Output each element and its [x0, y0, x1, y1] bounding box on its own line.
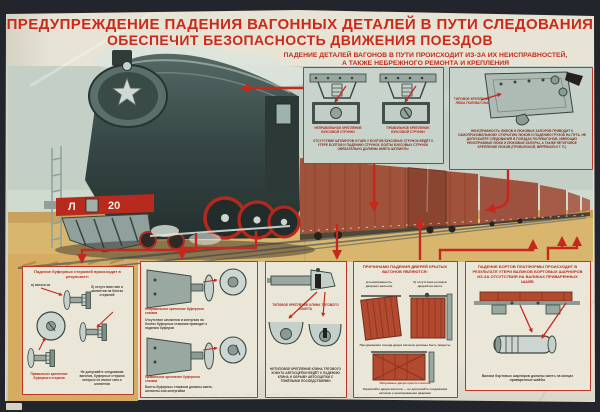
buffer-cup-drawing	[146, 268, 247, 377]
platform-drawing	[474, 291, 580, 354]
axlebox-drawing	[309, 73, 437, 124]
axlebox-caption: ОТСУТСТВИЕ ШПЛИНТОВ И ГАЕК У БОЛТОВ БУКС…	[312, 139, 434, 151]
platform-title: ПАДЕНИЕ БОРТОВ ПЛАТФОРМЫ ПРОИСХОДИТ В РЕ…	[472, 264, 583, 284]
locomotive-illustration: Л 20	[44, 37, 315, 260]
hatch-caption: НЕИСПРАВНОСТЬ ЛЮКОВ И ЛЮКОВЫХ ЗАПОРОВ ПР…	[457, 129, 587, 149]
poster-title-line2: ОБЕСПЕЧИТ БЕЗОПАСНОСТЬ ДВИЖЕНИЯ ПОЕЗДОВ	[106, 32, 494, 48]
buffer-cup-caption-good: Болты буферных стаканов должны иметь шпл…	[145, 385, 213, 393]
corner-sticker	[6, 403, 22, 410]
poster-subtitle-line2: А ТАКЖЕ НЕБРЕЖНОГО РЕМОНТА И КРЕПЛЕНИЯ	[341, 60, 510, 67]
buffer-cup-label-good: Правильное крепление буферного стакана	[145, 375, 201, 383]
platform-caption: Валики бортовых шарниров должны иметь на…	[481, 374, 574, 383]
panel-doors: ПРИЧИНАМИ ПАДЕНИЯ ДВЕРЕЙ КРЫТЫХ ВАГОНОВ …	[353, 261, 458, 398]
panel-buffer-cups: Неправильное крепление буферного стакана…	[140, 261, 258, 398]
doors-label-good: Исправные двери крытого вагона	[379, 381, 431, 385]
buffer-rod-label-good: Правильное крепление буферного стержня	[30, 372, 68, 380]
axlebox-label-good: ПРАВИЛЬНОЕ КРЕПЛЕНИЕ БУКСОВОЙ СТРУНКИ	[386, 126, 430, 134]
panel-yoke-wedge: ТИПОВОЕ КРЕПЛЕНИЕ КЛИНА ТЯГОВОГО ХОМУТА …	[265, 261, 347, 398]
doors-title: ПРИЧИНАМИ ПАДЕНИЯ ДВЕРЕЙ КРЫТЫХ ВАГОНОВ …	[362, 264, 448, 274]
buffer-cup-caption-bad: Отсутствие шплинтов и контргаек на болта…	[145, 318, 208, 330]
driving-wheels	[139, 196, 301, 250]
doors-caption: Укрепляйте двери вагонов — не допускайте…	[362, 387, 448, 395]
freight-train-illustration	[300, 154, 590, 240]
buffer-rod-drawing	[27, 287, 114, 368]
hatch-label: ТИПОВОЕ КРЕПЛЕНИЕ ЛЮКА ПОЛУВАГОНА	[453, 97, 491, 105]
panel-platform-sides: ПАДЕНИЕ БОРТОВ ПЛАТФОРМЫ ПРОИСХОДИТ В РЕ…	[465, 261, 591, 391]
yoke-drawing	[267, 268, 342, 347]
buffer-rod-label-b: б) отсутствия гаек и шплинтов на болтах …	[90, 285, 124, 297]
buffer-cup-label-bad: Неправильное крепление буферного стакана	[145, 307, 204, 315]
doors-drawing	[360, 292, 453, 383]
poster-subtitle-line1: ПАДЕНИЕ ДЕТАЛЕЙ ВАГОНОВ В ПУТИ ПРОИСХОДИ…	[283, 52, 568, 59]
buffer-rod-title: Падение буферных стержней происходит в р…	[34, 269, 121, 279]
panel-buffer-rods: Падение буферных стержней происходит в р…	[22, 266, 134, 395]
loco-series-letter: Л	[68, 201, 76, 213]
doors-label-a: а) неисправность дверных рельсов	[365, 280, 393, 288]
axlebox-label-bad: НЕПРАВИЛЬНОЕ КРЕПЛЕНИЕ БУКСОВОЙ СТРУНКИ	[314, 126, 362, 134]
poster-title-line1: ПРЕДУПРЕЖДЕНИЕ ПАДЕНИЯ ВАГОННЫХ ДЕТАЛЕЙ …	[6, 16, 594, 33]
doors-label-b: б) отсутствие роликов дверей на месте	[413, 280, 447, 288]
buffer-rod-caption: Не допускайте следования вагонов, буферн…	[79, 370, 125, 386]
buffer-rod-label-a: а) износа их	[31, 283, 51, 287]
yoke-caption: НЕТИПОВОЕ КРЕПЛЕНИЕ КЛИНА ТЯГОВОГО ХОМУТ…	[270, 367, 341, 383]
buffer-beam: Л 20	[44, 194, 154, 216]
loco-number: 20	[108, 200, 120, 212]
panel-hatch-lock: ТИПОВОЕ КРЕПЛЕНИЕ ЛЮКА ПОЛУВАГОНА НЕИСПР…	[449, 67, 593, 170]
hatch-drawing	[480, 71, 583, 126]
yoke-label: ТИПОВОЕ КРЕПЛЕНИЕ КЛИНА ТЯГОВОГО ХОМУТА	[272, 303, 339, 311]
panel-axlebox-struts: НЕПРАВИЛЬНОЕ КРЕПЛЕНИЕ БУКСОВОЙ СТРУНКИ …	[303, 67, 444, 164]
soviet-star-icon	[111, 76, 143, 107]
imprint-line: · ·· ····· ··· ·· ······ · ···· ··· ····…	[70, 393, 398, 397]
doors-mid-caption: При движении поезда двери вагонов должны…	[359, 343, 451, 347]
